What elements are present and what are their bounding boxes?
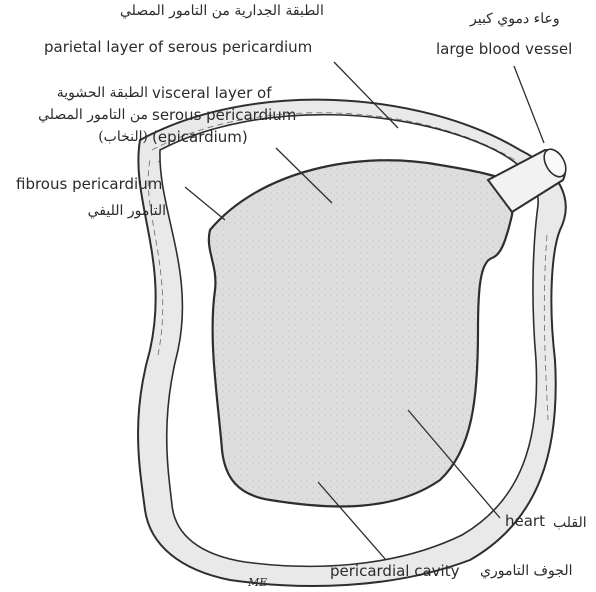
label-cavity-en: pericardial cavity [330,562,460,581]
label-fibrous-ar: التامور الليفي [60,202,166,221]
label-heart-ar: القلب [553,514,587,533]
label-parietal-en: parietal layer of serous pericardium [44,38,312,57]
label-visceral-en-2: serous pericardium [152,106,296,125]
label-vessel-en: large blood vessel [436,40,572,59]
label-visceral-ar-3: (النخاب) [40,128,148,147]
label-visceral-en-1: visceral layer of [152,84,272,103]
label-visceral-ar-2: من التامور المصلي [20,106,148,125]
label-heart-en: heart [505,512,545,531]
label-cavity-ar: الجوف التاموري [480,562,572,581]
leader-vessel [514,66,544,143]
label-visceral-en-3: (epicardium) [152,128,248,147]
illustrator-signature: ME [247,576,267,589]
label-parietal-ar: الطبقة الجدارية من التامور المصلي [120,2,324,21]
label-visceral-ar-1: الطبقة الحشوية [30,84,148,103]
label-vessel-ar: وعاء دموي كبير [470,10,560,29]
label-fibrous-en: fibrous pericardium [16,175,162,194]
